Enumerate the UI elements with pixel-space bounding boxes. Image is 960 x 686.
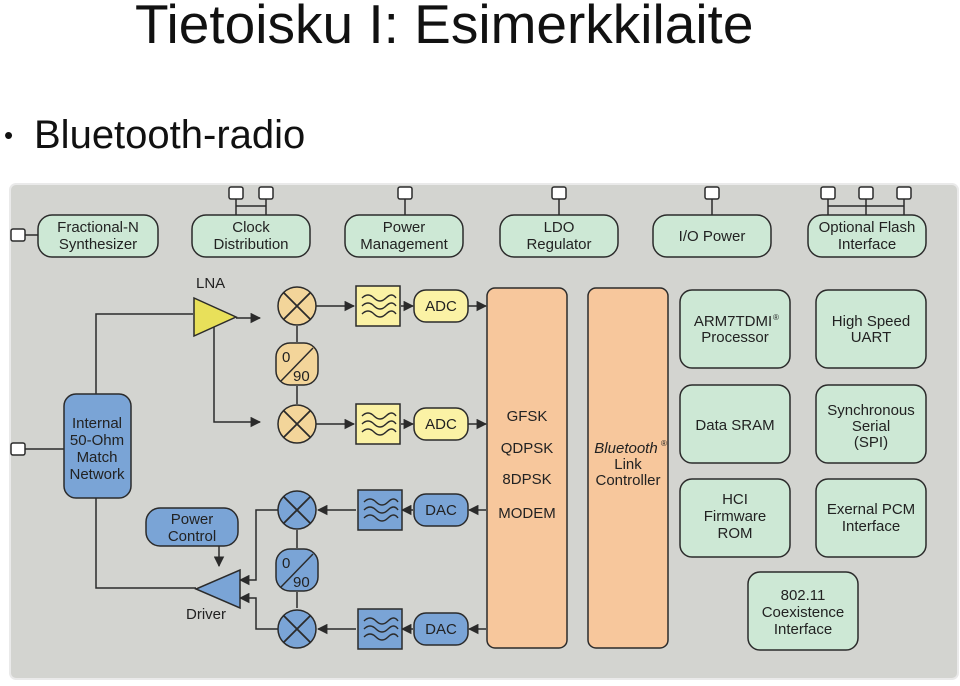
slide-title: Tietoisku I: Esimerkkilaite bbox=[135, 0, 754, 55]
driver-amplifier bbox=[194, 568, 241, 610]
external-pcm-interface-block bbox=[815, 478, 927, 558]
spi-block bbox=[815, 384, 927, 464]
block-label: Optional Flash bbox=[819, 219, 916, 236]
diagram-label: ADC bbox=[425, 416, 457, 433]
diagram-label: ARM7TDMI bbox=[694, 313, 772, 330]
modem-block bbox=[486, 287, 568, 649]
block-label: Regulator bbox=[526, 236, 591, 253]
rx-filter-q bbox=[355, 403, 401, 445]
diagram-label: Bluetooth bbox=[594, 440, 657, 457]
diagram-label: DAC bbox=[425, 621, 457, 638]
pin bbox=[10, 442, 26, 456]
pin bbox=[551, 186, 567, 200]
fractional-n-synthesizer-block bbox=[37, 214, 159, 258]
hci-firmware-rom-block bbox=[679, 478, 791, 558]
diagram-label: ADC bbox=[425, 298, 457, 315]
diagram-label: 0 bbox=[282, 555, 290, 572]
diagram-label: Interface bbox=[774, 621, 832, 638]
diagram-label: Exernal PCM bbox=[827, 501, 915, 518]
block-label: LDO bbox=[544, 219, 575, 236]
arm-processor-block bbox=[679, 289, 791, 369]
driver-label: Driver bbox=[186, 606, 226, 623]
diagram-label: Processor bbox=[701, 329, 769, 346]
diagram-label: 90 bbox=[293, 368, 310, 385]
pin bbox=[704, 186, 720, 200]
adc-i bbox=[413, 289, 469, 323]
diagram-label: QDPSK bbox=[501, 440, 554, 457]
pin bbox=[820, 186, 836, 200]
diagram-label: Network bbox=[69, 466, 125, 483]
diagram-label: (SPI) bbox=[854, 434, 888, 451]
pin bbox=[258, 186, 274, 200]
diagram-label: Control bbox=[168, 528, 216, 545]
rx-filter-i bbox=[355, 285, 401, 327]
pin bbox=[896, 186, 912, 200]
diagram-label: 50-Ohm bbox=[70, 432, 124, 449]
diagram-label: Data SRAM bbox=[695, 417, 774, 434]
diagram-label: GFSK bbox=[507, 408, 548, 425]
data-sram-block bbox=[679, 384, 791, 464]
pin bbox=[10, 228, 26, 242]
diagram-label: Interface bbox=[842, 518, 900, 535]
diagram-label: High Speed bbox=[832, 313, 910, 330]
diagram-label: Serial bbox=[852, 418, 890, 435]
pin bbox=[858, 186, 874, 200]
match-network-block bbox=[63, 393, 132, 499]
block-label: Distribution bbox=[213, 236, 288, 253]
diagram-label: DAC bbox=[425, 502, 457, 519]
lna-label: LNA bbox=[196, 275, 225, 292]
power-control-block bbox=[145, 507, 239, 547]
dac-q bbox=[413, 612, 469, 646]
diagram-label: Controller bbox=[595, 472, 660, 489]
dac-i bbox=[413, 493, 469, 527]
diagram-label: 802.11 bbox=[781, 587, 826, 604]
diagram-label: ® bbox=[773, 313, 779, 322]
bullet-text: Bluetooth-radio bbox=[34, 113, 306, 157]
tx-filter-q bbox=[357, 608, 403, 650]
tx-filter-i bbox=[357, 489, 403, 531]
high-speed-uart-block bbox=[815, 289, 927, 369]
pin bbox=[397, 186, 413, 200]
ldo-regulator-block bbox=[499, 214, 619, 258]
bluetooth-block-diagram: Fractional-N Synthesizer Clock Distribut… bbox=[9, 183, 959, 680]
block-label: Synthesizer bbox=[59, 236, 137, 253]
block-label: Management bbox=[360, 236, 448, 253]
block-label: Fractional-N bbox=[57, 219, 139, 236]
diagram-label: ® bbox=[661, 439, 667, 448]
diagram-label: 0 bbox=[282, 349, 290, 366]
diagram-label: Synchronous bbox=[827, 402, 915, 419]
block-label: Clock bbox=[232, 219, 270, 236]
diagram-label: Link bbox=[614, 456, 642, 473]
diagram-label: 8DPSK bbox=[502, 471, 551, 488]
diagram-label: ROM bbox=[718, 525, 753, 542]
pin bbox=[228, 186, 244, 200]
coexistence-interface-block bbox=[747, 571, 859, 651]
diagram-label: UART bbox=[851, 329, 892, 346]
adc-q bbox=[413, 407, 469, 441]
power-management-block bbox=[344, 214, 464, 258]
clock-distribution-block bbox=[191, 214, 311, 258]
optional-flash-interface-block bbox=[807, 214, 927, 258]
diagram-label: Firmware bbox=[704, 508, 767, 525]
block-label: Power bbox=[383, 219, 426, 236]
diagram-label: 90 bbox=[293, 574, 310, 591]
bullet-dot: • bbox=[4, 120, 14, 150]
diagram-label: Internal bbox=[72, 415, 122, 432]
diagram-label: Coexistence bbox=[762, 604, 845, 621]
block-label: Interface bbox=[838, 236, 896, 253]
diagram-label: HCI bbox=[722, 491, 748, 508]
diagram-label: MODEM bbox=[498, 505, 556, 522]
link-controller-block bbox=[587, 287, 669, 649]
block-label: I/O Power bbox=[679, 228, 746, 245]
io-power-block bbox=[652, 214, 772, 258]
diagram-label: Power bbox=[171, 511, 214, 528]
lna-amplifier bbox=[193, 296, 238, 338]
diagram-label: Match bbox=[77, 449, 118, 466]
